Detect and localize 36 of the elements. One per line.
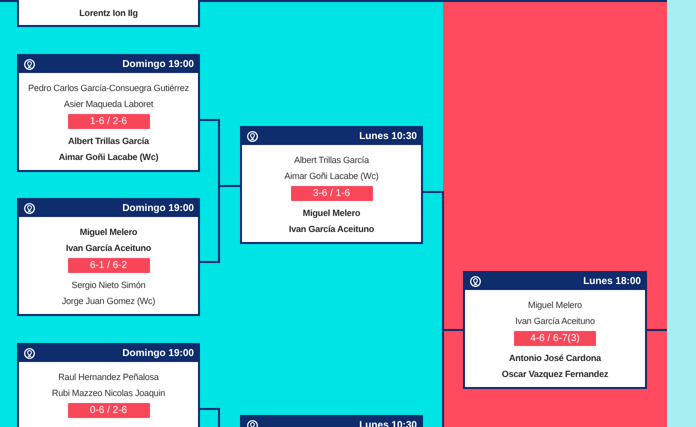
match-card — [463, 271, 647, 389]
match-time: Domingo 19:00 — [122, 58, 194, 70]
match-card — [17, 54, 200, 172]
match-card — [17, 198, 200, 316]
player-name: Raul Hernandez Peñalosa — [58, 371, 159, 383]
player-name: Ivan García Aceituno — [66, 242, 152, 254]
player-name: Jorge Juan Gomez (Wc) — [62, 295, 156, 307]
player-name: Albert Trillas García — [68, 135, 149, 147]
match-card — [240, 126, 423, 244]
player-name: Albert Trillas García — [294, 154, 369, 166]
player-name: Rubi Mazzeo Nicolas Joaquin — [52, 387, 166, 399]
player-name: Ivan García Aceituno — [288, 223, 374, 235]
match-score: 1-6 / 2-6 — [68, 114, 150, 129]
player-name: Pedro Carlos García-Consuegra Gutiérrez — [28, 82, 189, 94]
player-name: Antonio José Cardona — [508, 352, 601, 364]
player-name: Sergio Nieto Simón — [72, 279, 146, 291]
match-time: Lunes 18:00 — [583, 276, 641, 288]
player-name: Miguel Melero — [302, 207, 360, 219]
match-card — [17, 343, 200, 427]
player-name: Aimar Goñi Lacabe (Wc) — [284, 170, 379, 182]
match-score: 6-1 / 6-2 — [68, 258, 150, 273]
bracket-line — [647, 329, 667, 331]
player-name: Ivan García Aceituno — [515, 315, 595, 327]
player-name: Miguel Melero — [528, 299, 582, 311]
match-time: Lunes 10:30 — [359, 130, 417, 142]
match-time: Domingo 19:00 — [122, 202, 194, 214]
match-score: 3-6 / 1-6 — [290, 186, 372, 201]
player-name: Oscar Vazquez Fernandez — [502, 368, 608, 380]
player-name: Aimar Goñi Lacabe (Wc) — [58, 151, 158, 163]
bracket-line — [200, 185, 240, 263]
player-name: Asier Maqueda Laboret — [64, 98, 154, 110]
match-score: 0-6 / 2-6 — [68, 403, 150, 418]
match-score: 4-6 / 6-7(3) — [514, 331, 596, 346]
match-time: Domingo 19:00 — [122, 348, 194, 360]
player-name: Miguel Melero — [80, 226, 138, 238]
player-name: Lorentz Ion Ilg — [79, 7, 138, 19]
